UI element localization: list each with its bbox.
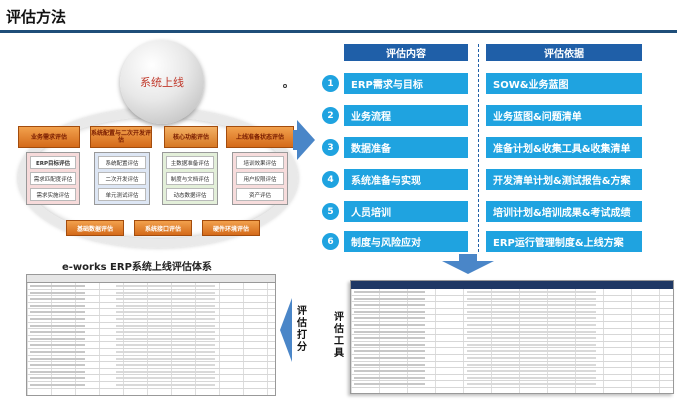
- row-basis: SOW&业务蓝图: [486, 73, 642, 94]
- score-label: 评估打分: [296, 306, 308, 354]
- sheet-row: [27, 349, 275, 356]
- row-basis: 准备计划&收集工具&收集清单: [486, 137, 642, 158]
- arrow-down-tail: [459, 254, 477, 262]
- column-cell: 需求实施评估: [30, 188, 76, 201]
- stage-interface: 系统接口评估: [134, 220, 192, 236]
- sheet-row: [351, 342, 673, 349]
- row-content: ERP需求与目标: [344, 73, 468, 94]
- column-requirement: ERP目标评估 需求匹配度评估 需求实施评估: [26, 152, 80, 205]
- sheet-row: [27, 323, 275, 330]
- tool-label: 评估工具: [333, 312, 345, 360]
- stage-hardware: 硬件环境评估: [202, 220, 260, 236]
- arrow-right-icon: [297, 120, 315, 160]
- sheet-row: [351, 348, 673, 355]
- sheet-row: [27, 369, 275, 376]
- row-content: 人员培训: [344, 201, 468, 222]
- row-number: 4: [322, 171, 339, 188]
- column-cell: 二次开发评估: [98, 172, 146, 185]
- row-content: 业务流程: [344, 105, 468, 126]
- row-basis: 业务蓝图&问题清单: [486, 105, 642, 126]
- stage-go-live-ready: 上线准备状态评估: [226, 126, 294, 148]
- stage-core-function: 核心功能评估: [164, 126, 218, 148]
- page-title: 评估方法: [6, 8, 67, 26]
- column-readiness: 培训效果评估 用户权限评估 资产评估: [232, 152, 288, 205]
- decorative-dot: [283, 84, 287, 88]
- column-cell: ERP目标评估: [30, 156, 76, 169]
- sheet-row: [27, 342, 275, 349]
- sheet-row: [351, 296, 673, 303]
- sheet-header: [351, 281, 673, 289]
- center-sphere: [120, 40, 204, 124]
- center-label: 系统上线: [140, 76, 184, 89]
- sheet-row: [351, 302, 673, 309]
- row-number: 1: [322, 75, 339, 92]
- sheet-row: [351, 322, 673, 329]
- column-cell: 资产评估: [236, 188, 284, 201]
- sheet-row: [351, 362, 673, 369]
- sheet-row: [351, 375, 673, 382]
- row-number: 3: [322, 139, 339, 156]
- sheet-row: [351, 381, 673, 388]
- header-content: 评估内容: [344, 44, 468, 61]
- tool-label-text: 评估工具: [334, 312, 344, 359]
- stage-config-dev: 系统配置与二次开发评估: [90, 126, 152, 148]
- row-basis: ERP运行管理制度&上线方案: [486, 231, 642, 252]
- sheet-row: [27, 375, 275, 382]
- column-cell: 需求匹配度评估: [30, 172, 76, 185]
- arrow-left-icon: [280, 298, 292, 362]
- column-cell: 单元测试评估: [98, 188, 146, 201]
- sheet-row: [351, 355, 673, 362]
- sheet-row: [27, 362, 275, 369]
- row-content: 数据准备: [344, 137, 468, 158]
- column-cell: 培训效果评估: [236, 156, 284, 169]
- column-cell: 系统配置评估: [98, 156, 146, 169]
- sheet-row: [351, 309, 673, 316]
- score-label-text: 评估打分: [297, 306, 307, 353]
- column-core: 主数据准备评估 制度与文档评估 动态数据评估: [162, 152, 218, 205]
- column-cell: 动态数据评估: [166, 188, 214, 201]
- arrow-right-tail: [293, 130, 299, 150]
- sheet-row: [27, 296, 275, 303]
- sheet-row: [351, 368, 673, 375]
- diagram-caption: e-works ERP系统上线评估体系: [62, 262, 212, 273]
- column-cell: 制度与文档评估: [166, 172, 214, 185]
- sheet-row: [27, 309, 275, 316]
- row-number: 2: [322, 107, 339, 124]
- sheet-row: [27, 356, 275, 363]
- sheet-row: [27, 329, 275, 336]
- sheet-row: [27, 316, 275, 323]
- row-content: 系统准备与实现: [344, 169, 468, 190]
- sheet-header: [27, 275, 275, 283]
- stage-base-data: 基础数据评估: [66, 220, 124, 236]
- row-number: 5: [322, 203, 339, 220]
- score-sheet-thumbnail: [26, 274, 276, 396]
- row-basis: 培训计划&培训成果&考试成绩: [486, 201, 642, 222]
- row-content: 制度与风险应对: [344, 231, 468, 252]
- column-config: 系统配置评估 二次开发评估 单元测试评估: [94, 152, 150, 205]
- tool-sheet-thumbnail: [350, 280, 674, 394]
- sheet-row: [351, 335, 673, 342]
- sheet-row: [27, 283, 275, 290]
- sheet-row: [27, 303, 275, 310]
- arrow-down-icon: [442, 261, 494, 274]
- column-divider: [478, 44, 479, 252]
- sheet-row: [27, 382, 275, 389]
- column-cell: 用户权限评估: [236, 172, 284, 185]
- sheet-row: [27, 336, 275, 343]
- sheet-row: [351, 289, 673, 296]
- row-basis: 开发清单计划&测试报告&方案: [486, 169, 642, 190]
- header-basis: 评估依据: [486, 44, 642, 61]
- row-number: 6: [322, 233, 339, 250]
- sheet-row: [27, 290, 275, 297]
- sheet-row: [351, 329, 673, 336]
- sheet-row: [351, 315, 673, 322]
- column-cell: 主数据准备评估: [166, 156, 214, 169]
- stage-business-requirement: 业务需求评估: [18, 126, 80, 148]
- title-rule: [0, 30, 677, 33]
